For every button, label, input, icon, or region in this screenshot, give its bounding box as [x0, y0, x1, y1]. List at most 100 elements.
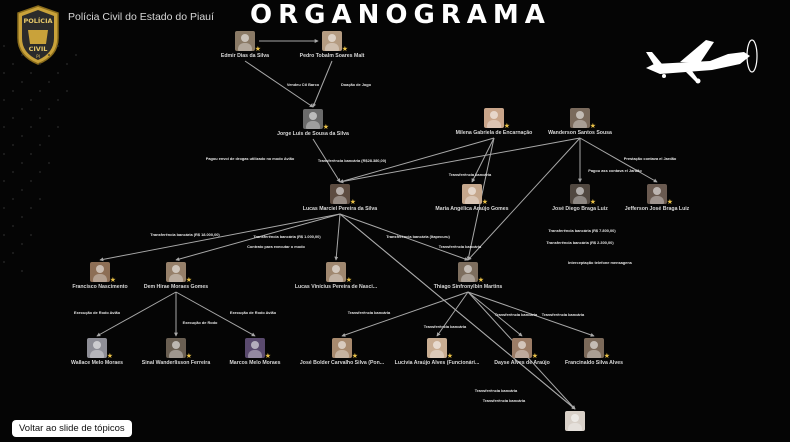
- person-silhouette-icon: [336, 187, 344, 195]
- star-icon: ★: [351, 352, 358, 360]
- person-silhouette-body: [93, 274, 107, 282]
- person-silhouette-icon: [251, 341, 259, 349]
- person-silhouette-icon: [590, 341, 598, 349]
- person-name: Wanderson Santos Sousa: [548, 130, 612, 136]
- person-name: Milena Gabriela de Encarnação: [455, 130, 533, 136]
- police-badge-icon: POLÍCIA CIVIL PI: [17, 5, 59, 65]
- person-name: José Diego Braga Luiz: [552, 206, 608, 212]
- person-silhouette-icon: [96, 265, 104, 273]
- person-silhouette-body: [430, 350, 444, 358]
- relationship-arrow: [339, 137, 581, 184]
- person-node: ★Dayse Alves de Araújo: [467, 338, 577, 366]
- star-icon: ★: [349, 198, 356, 206]
- decorative-dot: [30, 153, 32, 155]
- organization-name: Polícia Civil do Estado do Piauí: [68, 11, 214, 23]
- person-silhouette-icon: [309, 112, 317, 120]
- relationship-arrow: [175, 291, 256, 337]
- person-silhouette-body: [325, 43, 339, 51]
- decorative-dot: [48, 108, 50, 110]
- relationship-arrow: [467, 291, 595, 337]
- person-photo: ★: [87, 338, 113, 360]
- decorative-dot: [57, 99, 59, 101]
- badge-line-2: CIVIL: [29, 45, 48, 53]
- person-name: Dayse Alves de Araújo: [494, 360, 550, 366]
- person-silhouette-icon: [241, 34, 249, 42]
- person-node: ★Francisco Nascimento: [45, 262, 155, 290]
- edge-label: Transferência bancária: [495, 312, 538, 317]
- badge-line-3: PI: [36, 54, 40, 59]
- person-node: ★Maria Angélica Araújo Gomes: [417, 184, 527, 212]
- edge-label: Pagou ass contava el Jardão: [588, 168, 642, 173]
- relationship-arrow: [436, 291, 469, 337]
- back-to-topics-button[interactable]: Voltar ao slide de tópicos: [12, 420, 132, 437]
- decorative-dot: [39, 63, 41, 65]
- person-silhouette-body: [238, 43, 252, 51]
- person-silhouette-body: [587, 350, 601, 358]
- relationship-arrow: [467, 291, 523, 337]
- person-node: ★Wanderson Santos Sousa: [525, 108, 635, 136]
- star-icon: ★: [666, 198, 673, 206]
- person-silhouette-icon: [464, 265, 472, 273]
- edge-label: Doação de Jogo: [341, 82, 372, 87]
- person-name: José Bolder Carvalho Silva (Pon...: [299, 360, 385, 366]
- decorative-dot: [3, 45, 5, 47]
- person-silhouette-icon: [172, 341, 180, 349]
- edge-label: Transferência bancária (R$ 18.000,00): [150, 232, 220, 237]
- edge-label: Vendeu Ctl Barco: [287, 82, 320, 87]
- edge-label: Transferência bancária: [348, 310, 391, 315]
- edge-label: Execução de Rodo Avião: [74, 310, 121, 315]
- decorative-dot: [30, 207, 32, 209]
- decorative-dot: [21, 135, 23, 137]
- star-icon: ★: [341, 45, 348, 53]
- person-photo: ★: [512, 338, 538, 360]
- star-icon: ★: [322, 123, 329, 131]
- decorative-dot: [57, 45, 59, 47]
- person-photo: ★: [330, 184, 356, 206]
- edge-label: Transferência bancária (Itapecuru): [386, 234, 450, 239]
- person-photo: [565, 411, 585, 431]
- star-icon: ★: [503, 122, 510, 130]
- decorative-dot: [21, 162, 23, 164]
- decorative-dot: [12, 171, 14, 173]
- person-silhouette-body: [248, 350, 262, 358]
- person-photo: ★: [570, 184, 596, 206]
- edge-label: Transferência bancária (R$28.380,00): [318, 158, 387, 163]
- decorative-dot: [3, 153, 5, 155]
- edge-label: Execução de Rodo: [183, 320, 218, 325]
- decorative-dot: [3, 261, 5, 263]
- person-photo: ★: [245, 338, 271, 360]
- person-photo: ★: [584, 338, 610, 360]
- person-name: Lucivia Araújo Alves (Funcionári...: [394, 360, 480, 366]
- person-silhouette-icon: [576, 111, 584, 119]
- person-name: Lucas Marciel Pereira da Silva: [302, 206, 378, 212]
- decorative-dot: [57, 126, 59, 128]
- decorative-dot: [39, 144, 41, 146]
- star-icon: ★: [106, 352, 113, 360]
- person-silhouette-body: [335, 350, 349, 358]
- relationship-arrow: [579, 137, 658, 183]
- decorative-dot: [39, 198, 41, 200]
- edge-label: Transferência bancária: [475, 388, 518, 393]
- decorative-dot: [21, 270, 23, 272]
- star-icon: ★: [589, 198, 596, 206]
- person-photo: ★: [332, 338, 358, 360]
- person-node: ★José Bolder Carvalho Silva (Pon...: [287, 338, 397, 366]
- decorative-dot: [3, 72, 5, 74]
- person-silhouette-body: [515, 350, 529, 358]
- decorative-dot-pattern: [3, 45, 77, 272]
- edge-label: Transferência bancária (R$ 7.800,00): [548, 228, 616, 233]
- person-node: ★Dem Hirae Moraes Gomes: [121, 262, 231, 290]
- person-name: Jorge Luis de Sousa da Silva: [277, 131, 349, 137]
- star-icon: ★: [109, 276, 116, 284]
- decorative-dot: [3, 126, 5, 128]
- person-name: Lucas Vinícius Pereira de Nasci...: [294, 284, 378, 290]
- decorative-dot: [21, 243, 23, 245]
- edge-label: Transferência bancária: [449, 172, 492, 177]
- decorative-dot: [39, 171, 41, 173]
- person-name: Jefferson José Braga Luiz: [624, 206, 690, 212]
- star-icon: ★: [185, 276, 192, 284]
- person-node: ★Francinaldo Silva Alves: [539, 338, 649, 366]
- person-photo: ★: [235, 31, 261, 53]
- decorative-dot: [3, 207, 5, 209]
- edge-label: Contrato para executar o modo: [247, 244, 305, 249]
